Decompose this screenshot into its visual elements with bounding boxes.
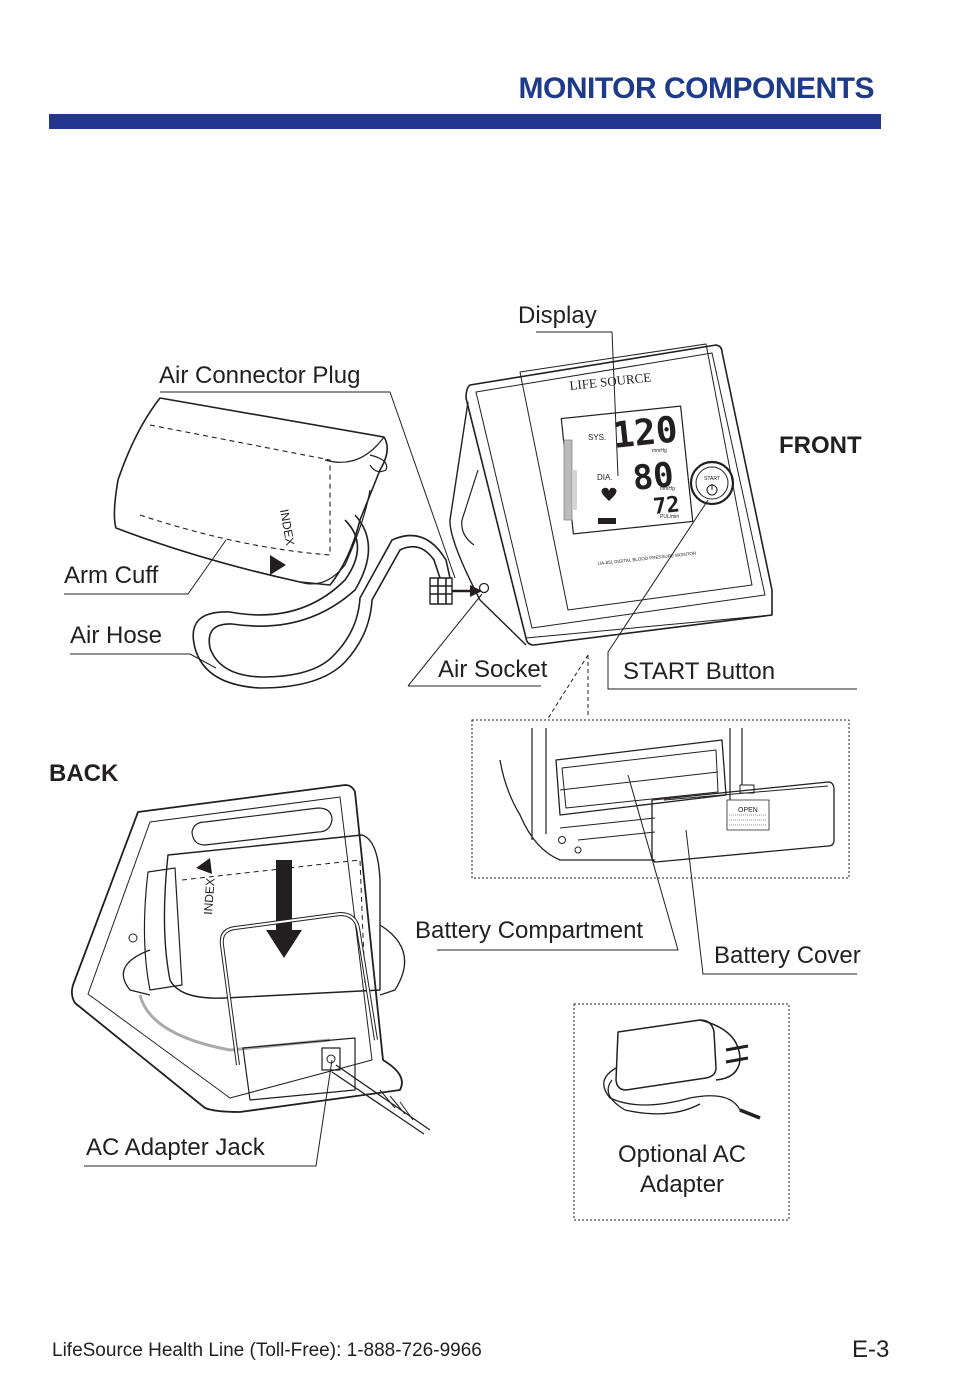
label-front: FRONT <box>779 432 862 459</box>
label-air-hose: Air Hose <box>70 622 163 649</box>
lcd-pulse-value: 72 <box>652 492 681 520</box>
label-ac-adapter-jack: AC Adapter Jack <box>86 1134 265 1161</box>
footer-health-line: LifeSource Health Line (Toll-Free): 1-88… <box>52 1340 482 1361</box>
battery-cover-detail <box>651 781 835 863</box>
monitor-front <box>449 343 773 646</box>
lcd-unit-sys: mmHg <box>652 448 667 454</box>
label-air-socket: Air Socket <box>438 656 548 683</box>
lcd-dia-value: 80 <box>631 455 676 499</box>
lcd-unit-dia: mmHg <box>660 486 675 492</box>
ac-adapter-illustration <box>603 1019 761 1120</box>
lcd-sys-label: SYS. <box>588 433 606 442</box>
start-button-text: START <box>704 476 720 482</box>
air-connector-plug <box>429 577 490 605</box>
cuff-index-label-back: INDEX <box>201 878 218 916</box>
label-battery-compartment: Battery Compartment <box>415 917 644 944</box>
label-air-connector-plug: Air Connector Plug <box>159 362 361 389</box>
label-display: Display <box>518 302 597 329</box>
battery-indicator-icon <box>598 518 616 524</box>
heart-icon <box>601 487 617 501</box>
index-arrow-icon-back <box>196 858 212 874</box>
monitor-back <box>70 784 431 1135</box>
start-button-shape <box>689 460 735 506</box>
cuff-index-label: INDEX <box>277 508 297 547</box>
label-arm-cuff: Arm Cuff <box>64 562 159 589</box>
label-optional-ac-adapter: Optional AC Adapter <box>617 1141 747 1198</box>
label-battery-cover: Battery Cover <box>714 942 861 969</box>
page-title: MONITOR COMPONENTS <box>518 72 875 105</box>
index-arrow-icon <box>270 555 286 575</box>
model-text: UA-851 DIGITAL BLOOD PRESSURE MONITOR <box>598 551 698 566</box>
page-number: E-3 <box>852 1336 890 1363</box>
lcd-unit-pulse: PUL/min <box>660 514 679 520</box>
label-back: BACK <box>49 760 119 787</box>
lcd-sys-value: 120 <box>611 409 680 457</box>
arm-cuff <box>113 397 388 586</box>
battery-cover-open-text: OPEN <box>738 807 758 814</box>
brand-logo-text: LIFE SOURCE <box>569 369 652 392</box>
title-divider-bar <box>49 114 881 129</box>
lcd-dia-label: DIA. <box>597 473 613 482</box>
label-start-button: START Button <box>623 658 776 685</box>
